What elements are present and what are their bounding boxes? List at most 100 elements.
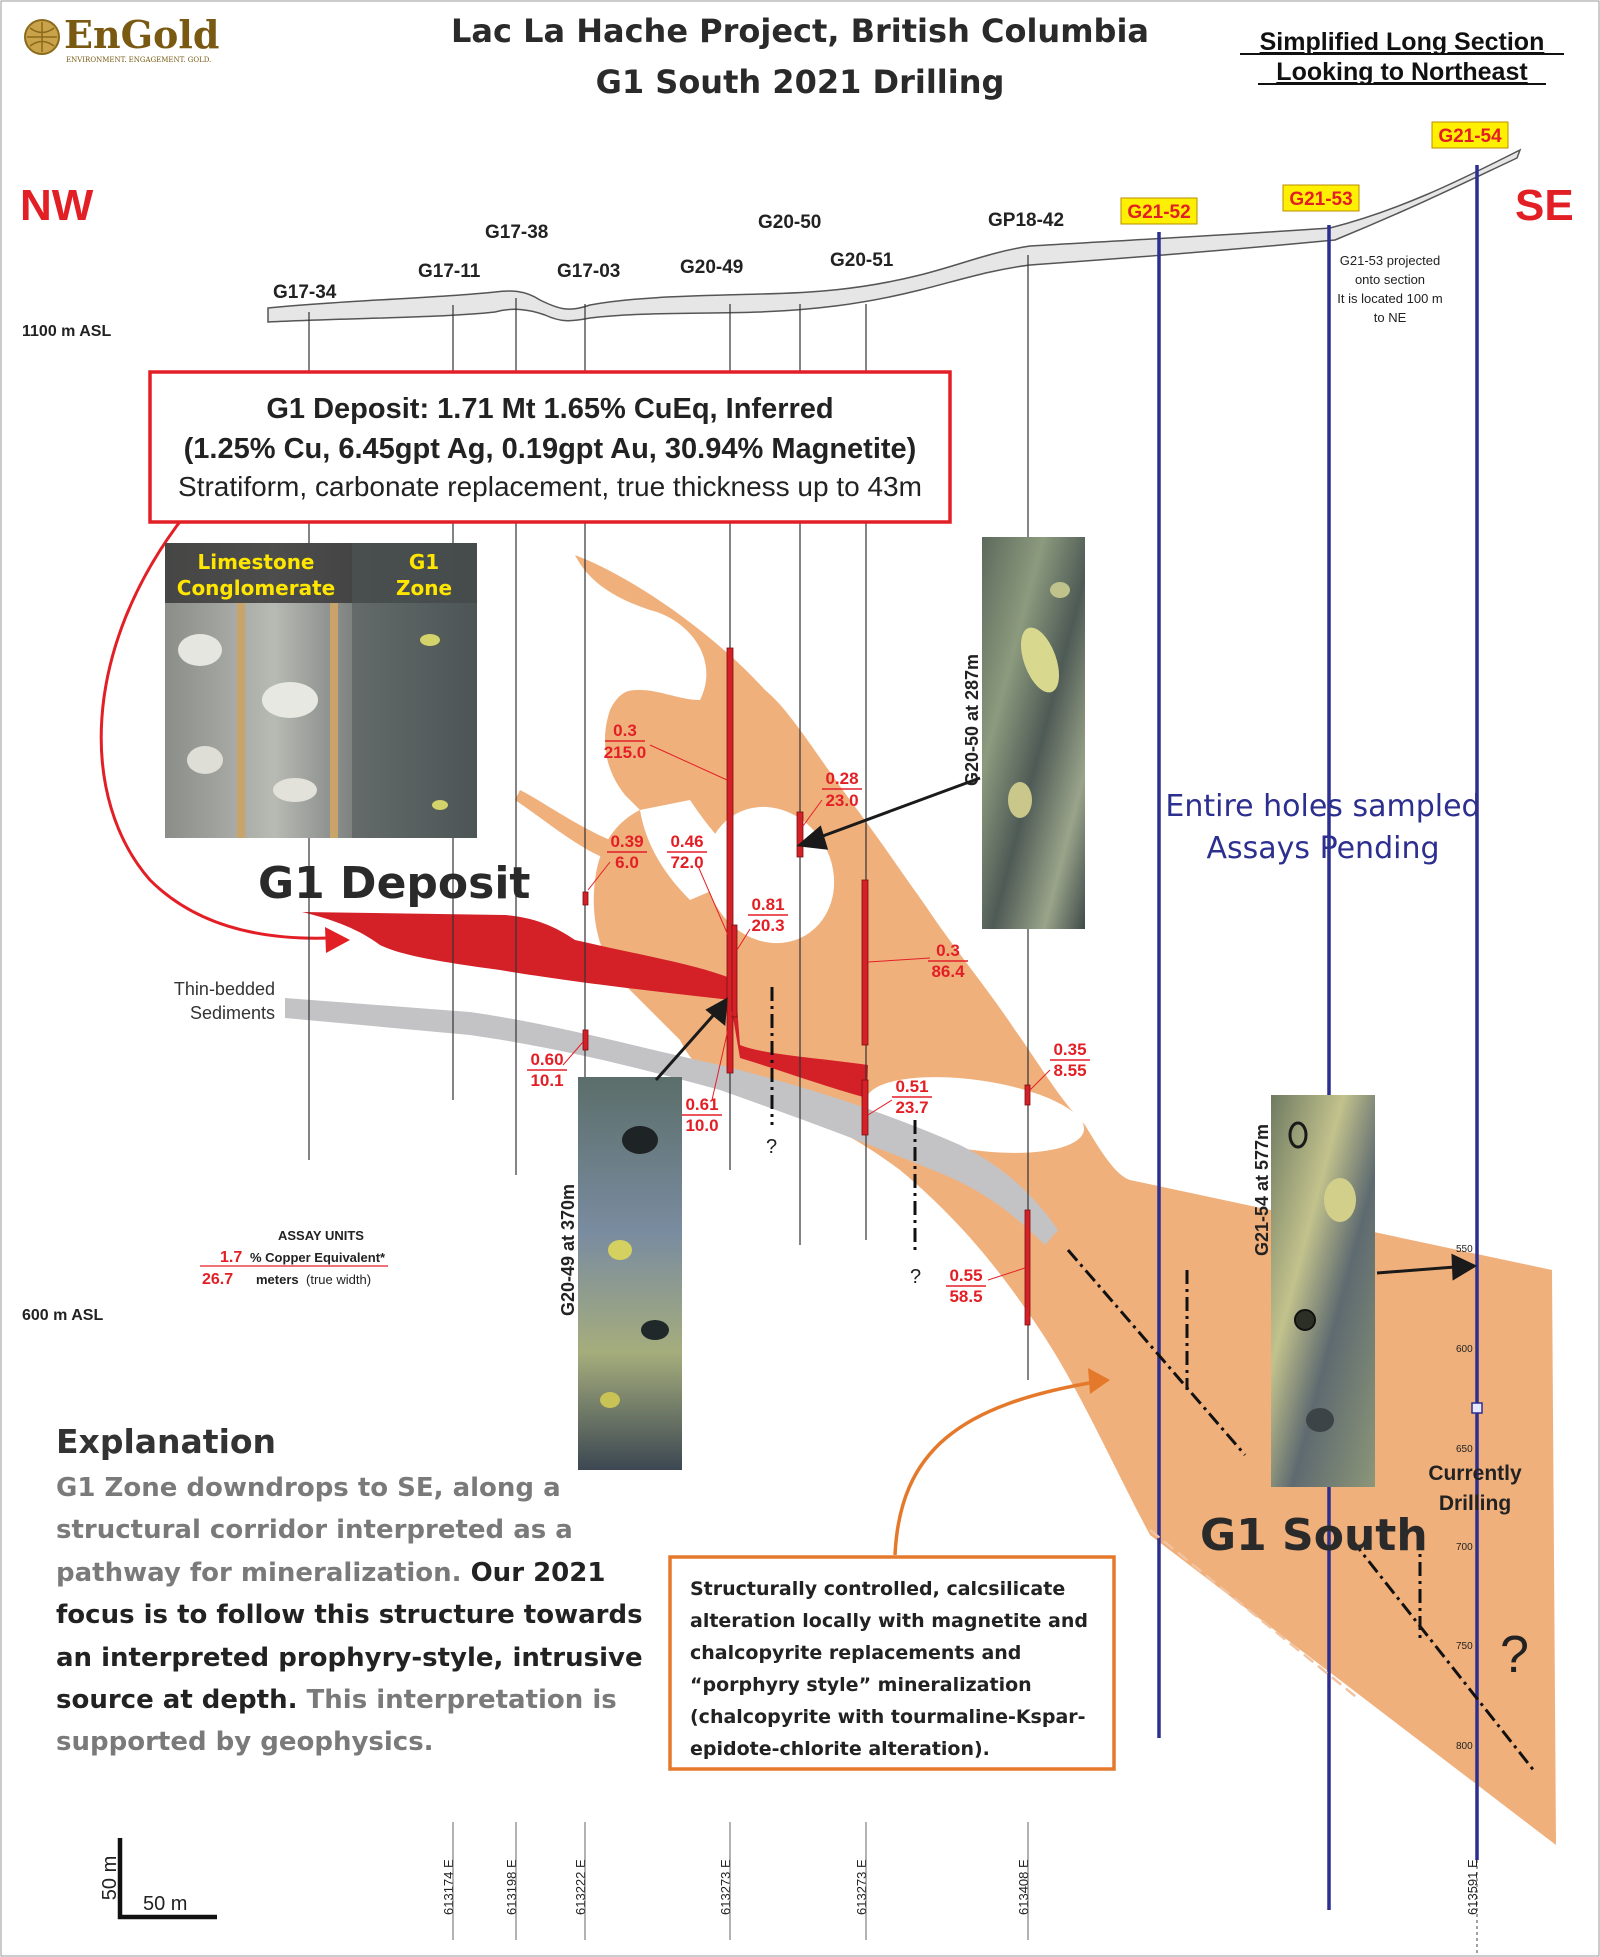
easting-4: 613273 E [718, 1859, 733, 1915]
core-label-g20-50: G20-50 at 287m [962, 654, 982, 786]
title-line-1: Lac La Hache Project, British Columbia [451, 12, 1149, 50]
svg-text:supported by geophysics.: supported by geophysics. [56, 1727, 434, 1757]
current-depth-marker [1471, 1402, 1483, 1414]
depth-ticks: 550 600 650 700 750 800 [1456, 1244, 1473, 1752]
logo-tagline: ENVIRONMENT. ENGAGEMENT. GOLD. [66, 56, 211, 64]
title-line-2: G1 South 2021 Drilling [596, 63, 1005, 101]
svg-text:0.3: 0.3 [613, 721, 637, 740]
g21-53-note-4: to NE [1374, 310, 1407, 325]
deposit-callout-arrow [99, 514, 331, 940]
scale-bar: 50 m 50 m [99, 1838, 217, 1920]
svg-text:23.7: 23.7 [895, 1098, 928, 1117]
label-g17-03: G17-03 [557, 261, 620, 282]
g21-53-note-1: G21-53 projected [1340, 253, 1440, 268]
assay-units-legend: ASSAY UNITS 1.7 26.7 % Copper Equivalent… [200, 1228, 388, 1288]
svg-text:Structurally controlled, calcs: Structurally controlled, calcsilicate [690, 1578, 1065, 1600]
assay-a7: 0.60 10.1 [527, 1041, 584, 1090]
svg-text:215.0: 215.0 [604, 743, 647, 762]
svg-text:26.7: 26.7 [202, 1271, 233, 1288]
svg-text:% Copper Equivalent*: % Copper Equivalent* [250, 1250, 386, 1265]
explanation-heading: Explanation [56, 1422, 276, 1461]
svg-text:600: 600 [1456, 1344, 1473, 1355]
deposit-box-line-1: G1 Deposit: 1.71 Mt 1.65% CuEq, Inferred [266, 393, 833, 425]
svg-text:meters: meters [256, 1272, 299, 1287]
direction-se: SE [1515, 181, 1574, 230]
svg-text:G1 Zone downdrops to SE, along: G1 Zone downdrops to SE, along a [56, 1473, 561, 1503]
assay-a10: 0.35 8.55 [1029, 1040, 1090, 1091]
currently-drilling-label-1: Currently [1428, 1462, 1522, 1485]
svg-text:alteration locally with magne: alteration locally with magnetite and [690, 1610, 1088, 1632]
svg-text:1.7: 1.7 [220, 1249, 242, 1266]
svg-text:23.0: 23.0 [825, 791, 858, 810]
photo-label-g1-2: Zone [396, 576, 452, 600]
svg-text:0.46: 0.46 [670, 832, 703, 851]
easting-7: 613591 E [1465, 1859, 1480, 1915]
svg-text:ASSAY UNITS: ASSAY UNITS [278, 1228, 364, 1243]
svg-text:86.4: 86.4 [931, 962, 965, 981]
svg-text:72.0: 72.0 [670, 853, 703, 872]
label-g21-53: G21-53 [1289, 189, 1352, 210]
svg-text:(true width): (true width) [306, 1272, 371, 1287]
label-g20-49: G20-49 [680, 257, 743, 278]
currently-drilling-label-2: Drilling [1439, 1492, 1511, 1515]
svg-text:structural corridor interprete: structural corridor interpreted as a [56, 1515, 573, 1545]
svg-text:0.81: 0.81 [751, 895, 784, 914]
label-g17-11: G17-11 [418, 261, 481, 282]
section-note-line-1: Simplified Long Section [1260, 28, 1545, 56]
deposit-box-line-2: (1.25% Cu, 6.45gpt Ag, 0.19gpt Au, 30.94… [184, 433, 917, 465]
svg-text:(chalcopyrite with tourmaline-: (chalcopyrite with tourmaline-Kspar- [690, 1706, 1086, 1728]
svg-text:0.61: 0.61 [685, 1095, 718, 1114]
svg-text:700: 700 [1456, 1542, 1473, 1553]
label-g21-52: G21-52 [1127, 202, 1190, 223]
svg-text:750: 750 [1456, 1641, 1473, 1652]
g21-53-note-3: It is located 100 m [1337, 291, 1443, 306]
label-g21-54: G21-54 [1438, 126, 1502, 147]
photo-label-limestone-2: Conglomerate [177, 576, 335, 600]
svg-text:0.51: 0.51 [895, 1077, 928, 1096]
assay-a3: 0.39 6.0 [587, 832, 647, 891]
deposit-box-line-3: Stratiform, carbonate replacement, true … [178, 471, 922, 502]
question-mark-2: ? [910, 1266, 921, 1288]
svg-text:10.1: 10.1 [530, 1071, 563, 1090]
elevation-1100: 1100 m ASL [22, 323, 111, 340]
assay-a8: 0.61 10.0 [682, 1011, 733, 1135]
svg-text:6.0: 6.0 [615, 853, 639, 872]
easting-2: 613198 E [504, 1859, 519, 1915]
entire-holes-label: Entire holes sampled [1165, 789, 1480, 824]
svg-text:8.55: 8.55 [1053, 1061, 1086, 1080]
photo-label-limestone-1: Limestone [197, 550, 314, 574]
svg-text:550: 550 [1456, 1244, 1473, 1255]
svg-text:source at depth. This interpre: source at depth. This interpretation is [56, 1685, 617, 1715]
thin-bedded-label-2: Sediments [190, 1003, 275, 1023]
svg-text:an interpreted prophyry-style,: an interpreted prophyry-style, intrusive [56, 1643, 643, 1673]
svg-text:650: 650 [1456, 1444, 1473, 1455]
svg-text:0.39: 0.39 [610, 832, 643, 851]
g1-south-label: G1 South [1200, 1510, 1428, 1561]
label-g17-38: G17-38 [485, 222, 548, 243]
label-g17-34: G17-34 [273, 282, 337, 303]
label-gp18-42: GP18-42 [988, 210, 1064, 231]
easting-6: 613408 E [1016, 1859, 1031, 1915]
alteration-description-box [668, 1555, 1116, 1771]
label-g20-51: G20-51 [830, 250, 894, 271]
svg-text:50 m: 50 m [143, 1893, 187, 1915]
deposit-summary-box [148, 370, 952, 524]
thin-bedded-sediments-band [285, 998, 1058, 1245]
thin-bedded-label-1: Thin-bedded [174, 979, 275, 999]
alteration-callout-arrow [893, 1380, 1096, 1556]
svg-text:0.28: 0.28 [825, 769, 858, 788]
photo-label-g1-1: G1 [409, 550, 439, 574]
direction-nw: NW [20, 181, 94, 230]
g21-53-note-2: onto section [1355, 272, 1425, 287]
svg-text:“porphyry style” mineralizatio: “porphyry style” mineralization [690, 1674, 1032, 1696]
easting-1: 613174 E [441, 1859, 456, 1915]
assay-a1: 0.3 215.0 [604, 721, 728, 781]
svg-text:0.35: 0.35 [1053, 1040, 1086, 1059]
core-photo-g20-49: G20-49 at 370m [558, 1077, 682, 1470]
assay-a4: 0.46 72.0 [667, 832, 729, 936]
assay-labels: 0.3 215.0 0.28 23.0 0.39 6.0 0.46 72.0 0… [527, 721, 1090, 1306]
svg-text:50 m: 50 m [99, 1856, 121, 1900]
easting-5: 613273 E [854, 1859, 869, 1915]
